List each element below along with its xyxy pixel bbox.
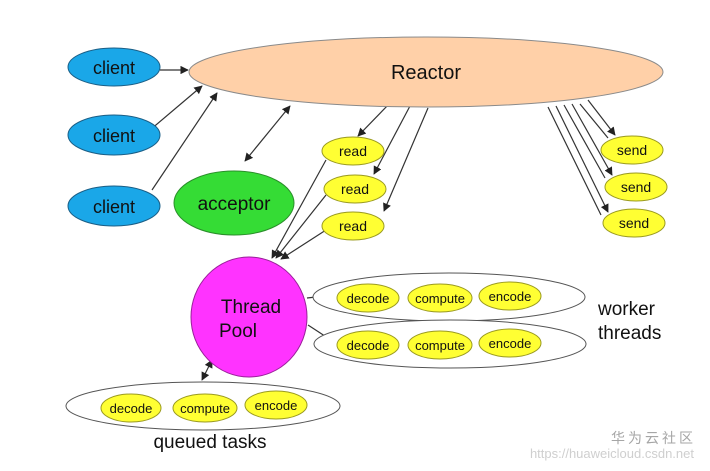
read-node: read <box>321 211 385 241</box>
client-3-to-reactor-arrow <box>151 92 218 191</box>
send-node: send <box>600 135 664 165</box>
thread-pool-label-line-1: Thread <box>221 297 281 318</box>
task-label: decode <box>110 401 153 416</box>
queued-tasks-group: decode compute encode <box>65 381 341 431</box>
client-label: client <box>93 126 135 146</box>
client-node: client <box>67 47 161 87</box>
reactor-node <box>188 36 664 108</box>
send-label: send <box>621 179 651 195</box>
acceptor-reactor-arrow <box>244 105 291 162</box>
read-2-to-pool-arrow <box>275 194 327 259</box>
client-label: client <box>93 197 135 217</box>
queued-tasks-label: queued tasks <box>153 432 266 453</box>
task-node <box>100 393 162 423</box>
read-3-to-pool-arrow <box>280 229 327 260</box>
thread-pool-label-line-2: Pool <box>219 321 257 342</box>
worker-label-line-2: threads <box>598 323 661 344</box>
reactor-to-read-1-arrow <box>357 102 391 137</box>
task-label: encode <box>255 398 298 413</box>
reactor-to-read-2-arrow <box>373 105 411 175</box>
read-label: read <box>339 218 367 234</box>
task-node <box>407 330 473 360</box>
task-label: decode <box>347 291 390 306</box>
acceptor-node <box>173 170 295 236</box>
task-label: compute <box>415 338 465 353</box>
acceptor-label: acceptor <box>198 194 272 215</box>
send-node: send <box>602 208 666 238</box>
task-node <box>407 283 473 313</box>
reactor-to-read-3-arrow <box>383 107 429 212</box>
task-node <box>172 393 238 423</box>
task-label: decode <box>347 338 390 353</box>
read-node: read <box>323 174 387 204</box>
read-label: read <box>339 143 367 159</box>
task-label: encode <box>489 336 532 351</box>
task-label: compute <box>415 291 465 306</box>
send-node: send <box>604 172 668 202</box>
pool-queue-arrow <box>201 359 213 381</box>
read-label: read <box>341 181 369 197</box>
client-label: client <box>93 58 135 78</box>
send-label: send <box>619 215 649 231</box>
client-node: client <box>67 114 161 156</box>
client-node: client <box>67 185 161 227</box>
worker-thread-row: decode compute encode <box>312 272 586 322</box>
task-label: encode <box>489 289 532 304</box>
task-label: compute <box>180 401 230 416</box>
reactor-to-send-3-arrow <box>555 105 609 213</box>
task-node <box>244 390 308 420</box>
watermark-url: https://huaweicloud.csdn.net <box>529 446 694 461</box>
worker-thread-row: decode compute encode <box>313 319 587 369</box>
worker-label-line-1: worker <box>597 299 656 320</box>
task-node <box>336 283 400 313</box>
reactor-label: Reactor <box>391 62 461 84</box>
send-label: send <box>617 142 647 158</box>
read-node: read <box>321 136 385 166</box>
thread-pool-node <box>190 256 308 378</box>
task-node <box>478 281 542 311</box>
client-2-to-reactor-arrow <box>149 85 203 131</box>
reactor-to-send-1-arrow <box>587 99 616 136</box>
task-node <box>478 328 542 358</box>
read-1-to-pool-arrow <box>271 159 327 259</box>
task-node <box>336 330 400 360</box>
reactor-to-send-2-arrow <box>571 103 613 176</box>
watermark-brand: 华为云社区 <box>611 431 696 447</box>
